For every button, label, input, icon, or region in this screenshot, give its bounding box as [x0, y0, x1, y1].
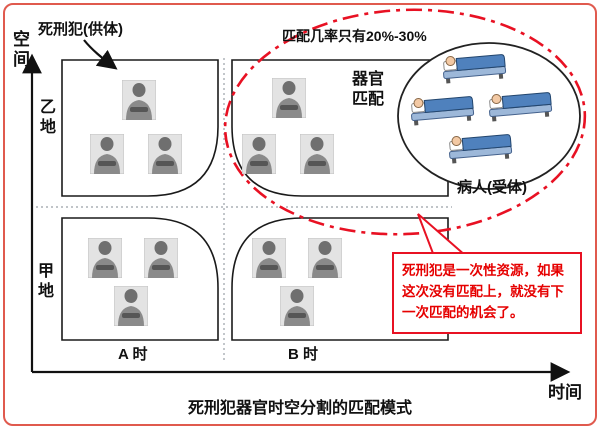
- callout-pointer: [417, 213, 469, 257]
- prisoner-figure-icon: [148, 134, 182, 174]
- x-axis-label: 时间: [548, 383, 582, 402]
- y-axis-label: 空间: [10, 30, 29, 70]
- matching-scope-ellipse: [223, 8, 587, 236]
- donor-label: 死刑犯(供体): [38, 21, 123, 38]
- callout-box: 死刑犯是一次性资源，如果这次没有匹配上，就没有下一次匹配的机会了。: [392, 252, 582, 334]
- patients-ellipse: [397, 42, 581, 190]
- prisoner-figure-icon: [300, 134, 334, 174]
- quadrant-top-left-outline: [61, 59, 219, 197]
- time-right-label: B 时: [288, 346, 319, 363]
- prisoner-figure-icon: [88, 238, 122, 278]
- prisoner-figure-icon: [308, 238, 342, 278]
- patient-label: 病人(受体): [457, 179, 527, 196]
- prisoner-figure-icon: [272, 78, 306, 118]
- patient-bed-icon: [487, 85, 554, 122]
- prisoner-figure-icon: [242, 134, 276, 174]
- prisoner-figure-icon: [144, 238, 178, 278]
- match-rate-text: 匹配几率只有20%-30%: [282, 28, 427, 44]
- patient-bed-icon: [409, 89, 476, 126]
- zone-bottom-label: 甲地: [37, 263, 54, 300]
- organ-match-line2: 匹配: [351, 91, 384, 108]
- patient-bed-icon: [441, 47, 508, 84]
- organ-match-line1: 器官: [351, 71, 384, 88]
- quadrant-top-right-outline: [231, 59, 449, 197]
- quadrant-bottom-left-outline: [61, 217, 219, 341]
- organ-match-label: 器官 匹配: [348, 70, 388, 110]
- prisoner-figure-icon: [252, 238, 286, 278]
- prisoner-figure-icon: [280, 286, 314, 326]
- prisoner-figure-icon: [122, 80, 156, 120]
- time-left-label: A 时: [118, 346, 148, 363]
- patient-bed-icon: [447, 127, 514, 164]
- donor-arrow: [83, 39, 118, 70]
- zone-top-label: 乙地: [39, 99, 56, 136]
- prisoner-figure-icon: [114, 286, 148, 326]
- callout-text: 死刑犯是一次性资源，如果这次没有匹配上，就没有下一次匹配的机会了。: [402, 263, 564, 320]
- prisoner-figure-icon: [90, 134, 124, 174]
- page-title: 死刑犯器官时空分割的匹配模式: [187, 400, 412, 417]
- quadrant-bottom-right-outline: [231, 217, 449, 341]
